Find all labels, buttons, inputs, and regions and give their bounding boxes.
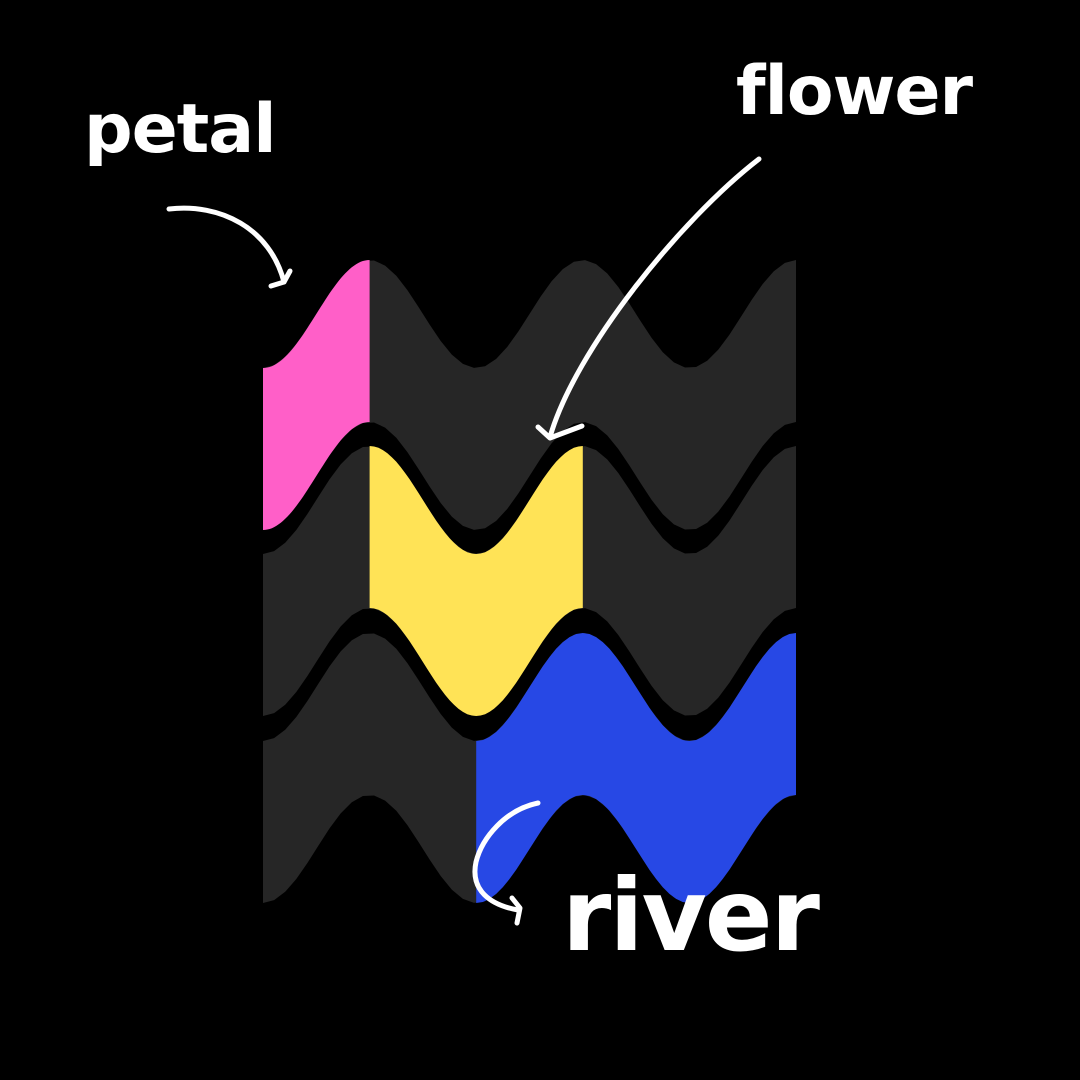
flower-arrow — [535, 156, 762, 441]
petal-arrow — [166, 205, 293, 289]
petal-arrow-curve — [166, 205, 287, 285]
flower-label: flower — [736, 52, 973, 131]
wave-band-row-1 — [263, 260, 796, 530]
petal-label: petal — [84, 90, 276, 169]
river-label: river — [562, 857, 820, 974]
flower-arrow-head — [535, 423, 585, 441]
river-arrow-head — [509, 895, 523, 926]
flower-shape — [369, 446, 583, 716]
petal-arrow-head — [268, 268, 293, 289]
annotation-arrows — [166, 156, 762, 926]
river-arrow — [472, 800, 541, 926]
petal-shape — [263, 260, 370, 530]
river-shape — [476, 633, 796, 903]
wave-bands — [263, 260, 796, 903]
flower-arrow-curve — [547, 156, 762, 440]
river-arrow-curve — [472, 800, 541, 913]
